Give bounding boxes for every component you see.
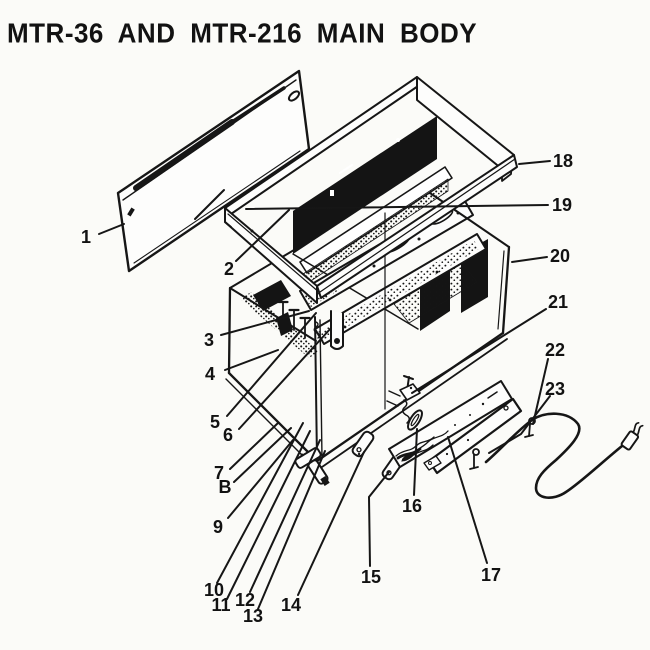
- upper-rail: [299, 166, 453, 274]
- plate: [351, 430, 375, 458]
- callout-leader-14: [297, 451, 365, 596]
- callout-label-4: 4: [205, 364, 215, 384]
- callout-leader-7: [229, 422, 279, 470]
- callout-leader-6: [238, 327, 332, 430]
- callout-leader-19: [245, 204, 549, 210]
- callout-label-11: 11: [211, 595, 230, 615]
- callout-leader-17: [447, 436, 488, 564]
- callout-label-3: 3: [204, 330, 214, 350]
- callout-leader-3: [220, 310, 310, 336]
- callout-leader-21: [411, 308, 547, 394]
- inner-rear-panel: [293, 116, 437, 254]
- plug: [620, 421, 644, 451]
- callout-leader-16: [413, 428, 418, 496]
- callout-leader-2: [235, 209, 290, 262]
- front-panel: [116, 69, 311, 273]
- callout-label-22: 22: [545, 340, 565, 360]
- callout-leader-15: [367, 471, 390, 567]
- callout-label-20: 20: [550, 246, 570, 266]
- callout-label-21: 21: [548, 292, 568, 312]
- callout-leader-23: [488, 395, 551, 454]
- exploded-drawing: [116, 69, 644, 499]
- callout-label-B: B: [219, 477, 232, 497]
- callout-label-9: 9: [213, 517, 223, 537]
- callout-leader-22: [532, 358, 549, 425]
- power-cord: [484, 412, 644, 499]
- callout-leader-20: [511, 256, 548, 263]
- callout-leader-13: [257, 450, 326, 610]
- callout-leader-5: [226, 312, 317, 417]
- callout-leader-B: [233, 427, 292, 483]
- callout-leader-18: [518, 160, 551, 165]
- callout-label-7: 7: [214, 463, 224, 483]
- callout-leader-11: [226, 430, 311, 600]
- callout-label-16: 16: [402, 496, 422, 516]
- callout-label-14: 14: [281, 595, 301, 615]
- callout-leader-9: [227, 439, 294, 519]
- callout-label-2: 2: [224, 259, 234, 279]
- callout-label-10: 10: [204, 580, 224, 600]
- callout-leader-10: [216, 422, 304, 584]
- callout-label-19: 19: [552, 195, 572, 215]
- top-frame: [224, 76, 518, 304]
- callout-leader-1: [98, 223, 125, 235]
- oval-link: [407, 409, 423, 431]
- callout-leader-4: [224, 349, 279, 371]
- callout-label-13: 13: [243, 606, 263, 626]
- callout-label-12: 12: [235, 590, 255, 610]
- page-title: MTR-36 AND MTR-216 MAIN BODY: [7, 17, 478, 49]
- panel-hole: [287, 90, 301, 102]
- callout-label-17: 17: [481, 565, 501, 585]
- callout-leader-12: [249, 439, 321, 593]
- callout-label-18: 18: [553, 151, 573, 171]
- callout-label-5: 5: [210, 412, 220, 432]
- callout-label-6: 6: [223, 425, 233, 445]
- callout-label-15: 15: [361, 567, 381, 587]
- callout-label-23: 23: [545, 379, 565, 399]
- door-catch: [386, 375, 421, 424]
- callout-label-1: 1: [81, 227, 91, 247]
- control-panel: [388, 380, 523, 475]
